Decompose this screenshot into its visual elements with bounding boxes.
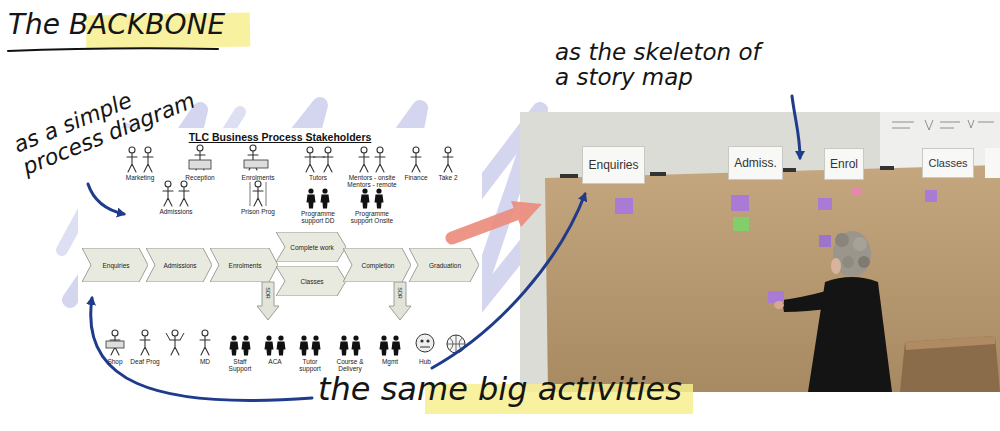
- stakeholder-label: Deaf Prog: [130, 358, 160, 365]
- arrow-label: SDR: [397, 281, 403, 305]
- stakeholder-label: Tutors: [303, 174, 333, 181]
- stakeholder-label: Marketing: [118, 174, 162, 181]
- process-chevron: Graduation: [409, 248, 479, 282]
- chevron-outline: [276, 266, 346, 296]
- process-chevron: Enquiries: [82, 248, 148, 282]
- activity-card: Admiss.: [728, 146, 783, 180]
- stakeholder-label: Staff Support: [224, 358, 256, 372]
- node-text: Enrol: [830, 157, 858, 171]
- process-chevron: Admissions: [146, 248, 212, 282]
- chevron-outline: [409, 248, 479, 282]
- hand-title: The BACKBONE: [8, 10, 225, 41]
- process-chevron: Classes: [276, 266, 346, 296]
- stakeholder-label: Prison Prog: [236, 208, 280, 215]
- node-text: Enquiries: [102, 262, 129, 269]
- stakeholder-label: Tutor support: [294, 358, 326, 372]
- stakeholder-label: Mgmt: [376, 358, 404, 365]
- node-text: Enrolments: [229, 262, 262, 269]
- activity-card: Enrol: [824, 148, 864, 180]
- stakeholder-label: Mentors - onsite: [343, 174, 401, 181]
- node-text: Admiss.: [734, 156, 777, 170]
- activity-card: Classes: [922, 148, 974, 178]
- node-text: Graduation: [429, 262, 461, 269]
- node-text: Completion: [362, 262, 395, 269]
- chevron-outline: [146, 248, 212, 282]
- underline: [8, 48, 218, 51]
- chevron-outline: [82, 248, 148, 282]
- process-chevron: Complete work: [276, 232, 346, 262]
- chevron-outline: [276, 232, 346, 262]
- node-text: Admissions: [163, 262, 196, 269]
- handwritten-note: the same big activities: [318, 372, 718, 407]
- stakeholder-label: Take 2: [435, 174, 461, 181]
- down-arrow: [389, 282, 411, 320]
- stakeholder-label: Shop: [101, 358, 129, 365]
- stakeholder-label: Admissions: [154, 208, 198, 215]
- process-diagram: TLC Business Process StakeholdersEnquiri…: [80, 128, 480, 380]
- stakeholder-label: Finance: [401, 174, 431, 181]
- stakeholder-label: Mentors - remote: [343, 181, 401, 188]
- stakeholder-label: Programme support DD: [298, 210, 338, 224]
- stakeholder-label: ACA: [262, 358, 288, 365]
- node-text: Classes: [300, 278, 323, 285]
- diagram-sheet: [78, 128, 482, 380]
- transform-arrow: [452, 201, 542, 238]
- node-text: Classes: [928, 157, 967, 169]
- stakeholder-label: Course & Delivery: [332, 358, 368, 372]
- arrow-label: SDR: [265, 281, 271, 305]
- stakeholder-label: Enrolments: [236, 174, 280, 181]
- chevron-outline: [343, 248, 411, 282]
- process-chevron: Enrolments: [210, 248, 278, 282]
- stakeholder-label: Programme support Onsite: [349, 210, 395, 224]
- handwritten-note: as the skeleton of a story map: [555, 40, 773, 91]
- stakeholder-label: Hub: [412, 358, 438, 365]
- stakeholder-figures: [127, 145, 453, 209]
- activity-card: Enquiries: [582, 146, 645, 184]
- node-text: Enquiries: [588, 158, 638, 172]
- stakeholder-label: MD: [192, 358, 218, 365]
- node-text: Complete work: [290, 244, 333, 251]
- chevron-outline: [210, 248, 278, 282]
- story-map-photo: [520, 112, 1000, 392]
- process-chevron: Completion: [343, 248, 411, 282]
- down-arrow: [257, 282, 279, 320]
- stakeholder-figures: [106, 330, 465, 356]
- stakeholder-label: Reception: [180, 174, 220, 181]
